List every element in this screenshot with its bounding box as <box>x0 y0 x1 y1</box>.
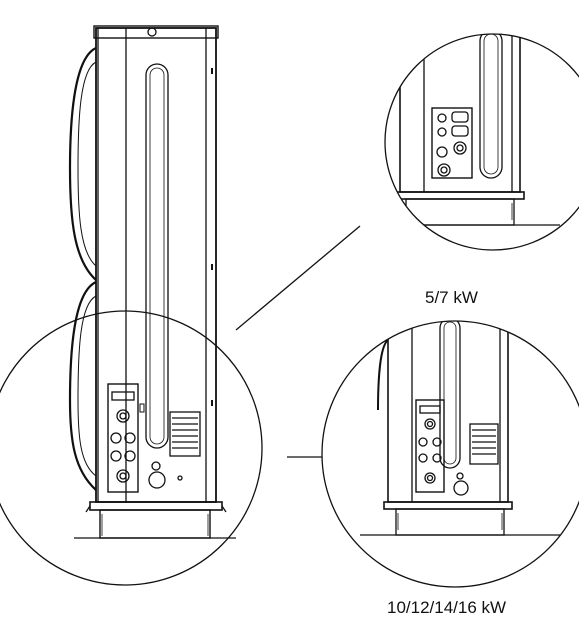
zoom-circle-bottom <box>321 320 579 588</box>
zoom-detail-small-units <box>384 33 579 251</box>
zoom-circle-top <box>384 33 579 251</box>
main-unit <box>68 25 236 539</box>
zoom-detail-large-units <box>321 320 579 588</box>
connection-panel <box>107 383 145 493</box>
upper-fan-guard <box>68 46 97 281</box>
vent-grille <box>169 411 201 457</box>
pedestal <box>99 509 211 539</box>
caption-large-units: 10/12/14/16 kW <box>387 598 507 617</box>
highlight-circle-left <box>0 310 263 586</box>
caption-small-units: 5/7 kW <box>425 288 478 307</box>
connector-line-top <box>235 225 361 331</box>
unit-body <box>95 27 217 503</box>
lower-fan-guard <box>68 280 97 491</box>
service-window <box>145 63 169 449</box>
base-plinth <box>89 501 223 511</box>
